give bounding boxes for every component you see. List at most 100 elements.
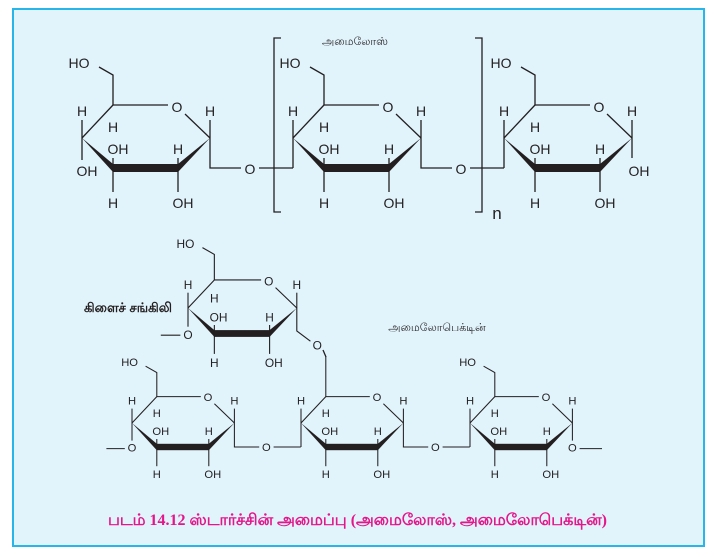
- atom-label-o: O: [204, 392, 213, 404]
- atom-label-h: H: [173, 141, 183, 157]
- atom-label-o: O: [383, 99, 394, 115]
- atom-label-h: H: [384, 141, 394, 157]
- atom-label-h: H: [319, 119, 329, 135]
- bond: [209, 138, 241, 169]
- branch-chain-label: கிளைச் சங்கிலி: [84, 300, 172, 315]
- atom-label-h: H: [491, 408, 499, 420]
- left-bracket: [273, 37, 281, 213]
- atom-label-h: H: [322, 408, 330, 420]
- ring-bond: [187, 279, 215, 309]
- atom-label-ho: HO: [69, 55, 90, 71]
- atom-label-oh: OH: [384, 195, 405, 211]
- ch2oh-bond: [202, 247, 215, 280]
- atom-label-h: H: [77, 103, 87, 119]
- atom-label-o: O: [594, 99, 605, 115]
- ring-bond: [184, 113, 211, 139]
- atom-label-o: O: [373, 392, 382, 404]
- atom-label-h: H: [128, 395, 136, 407]
- atom-label-h: H: [543, 426, 551, 438]
- atom-label-h: H: [491, 469, 499, 481]
- atom-label-h: H: [108, 119, 118, 135]
- wedge-bond: [377, 423, 404, 451]
- atom-label-oh: OH: [319, 141, 340, 157]
- right-bracket: [475, 37, 483, 213]
- atom-label-ho: HO: [177, 237, 195, 251]
- bond: [402, 423, 429, 448]
- atom-label-oh: OH: [373, 469, 390, 481]
- ring-bond: [292, 104, 325, 139]
- atom-label-h: H: [184, 278, 193, 292]
- ring-bond: [395, 113, 422, 139]
- atom-label-h: H: [265, 310, 274, 324]
- atom-label-h: H: [153, 408, 161, 420]
- atom-label-oh: OH: [321, 426, 338, 438]
- atom-label-h: H: [210, 292, 219, 306]
- ring-bond: [383, 403, 404, 424]
- atom-label-h: H: [205, 426, 213, 438]
- atom-label-ho: HO: [491, 55, 512, 71]
- bold-bond: [325, 443, 378, 451]
- atom-label-h: H: [530, 119, 540, 135]
- atom-label-h: H: [153, 469, 161, 481]
- bond: [233, 423, 260, 448]
- atom-label-o: O: [568, 443, 577, 455]
- atom-label-o: O: [245, 161, 256, 177]
- atom-label-o: O: [456, 161, 467, 177]
- atom-label-h: H: [319, 195, 329, 211]
- bond: [420, 138, 452, 169]
- bold-bond: [113, 164, 178, 172]
- bold-bond: [324, 164, 389, 172]
- atom-label-o: O: [183, 328, 192, 342]
- wedge-bond: [178, 138, 210, 172]
- figure-frame: [12, 8, 705, 547]
- atom-label-h: H: [297, 395, 305, 407]
- wedge-bond: [600, 138, 632, 172]
- atom-label-oh: OH: [108, 141, 129, 157]
- amylose-label: அமைலோஸ்: [322, 36, 388, 48]
- atom-label-h: H: [322, 469, 330, 481]
- atom-label-h: H: [288, 103, 298, 119]
- atom-label-h: H: [210, 356, 219, 370]
- bold-bond: [214, 330, 270, 337]
- atom-label-o: O: [262, 442, 271, 454]
- atom-label-oh: OH: [490, 426, 507, 438]
- atom-label-o: O: [264, 275, 273, 289]
- ring-bond: [131, 396, 158, 424]
- atom-label-oh: OH: [77, 163, 98, 179]
- atom-label-oh: OH: [173, 195, 194, 211]
- atom-label-ho: HO: [280, 55, 301, 71]
- ring-bond: [503, 104, 536, 139]
- atom-label-h: H: [205, 103, 215, 119]
- atom-label-h: H: [399, 395, 407, 407]
- branch-link-bond: [322, 349, 327, 358]
- wedge-bond: [470, 423, 495, 451]
- wedge-bond: [293, 138, 324, 172]
- atom-label-o: O: [128, 443, 137, 455]
- atom-label-h: H: [627, 103, 637, 119]
- atom-label-h: H: [230, 395, 238, 407]
- ch2oh-bond: [309, 66, 325, 105]
- atom-label-oh: OH: [265, 356, 283, 370]
- wedge-bond: [301, 423, 326, 451]
- atom-label-o: O: [172, 99, 183, 115]
- atom-label-oh: OH: [152, 426, 169, 438]
- ring-bond: [469, 396, 496, 424]
- atom-label-h: H: [416, 103, 426, 119]
- ring-bond: [300, 396, 327, 424]
- wedge-bond: [82, 138, 113, 172]
- atom-label-h: H: [568, 395, 576, 407]
- atom-label-oh: OH: [210, 310, 228, 324]
- ch2oh-bond: [520, 66, 536, 105]
- bold-bond: [535, 164, 600, 172]
- atom-label-h: H: [530, 195, 540, 211]
- ring-bond: [275, 287, 298, 309]
- atom-label-oh: OH: [629, 163, 650, 179]
- ring-bond: [552, 403, 573, 424]
- ch2oh-bond: [483, 365, 496, 397]
- atom-label-h: H: [499, 103, 509, 119]
- wedge-bond: [504, 138, 535, 172]
